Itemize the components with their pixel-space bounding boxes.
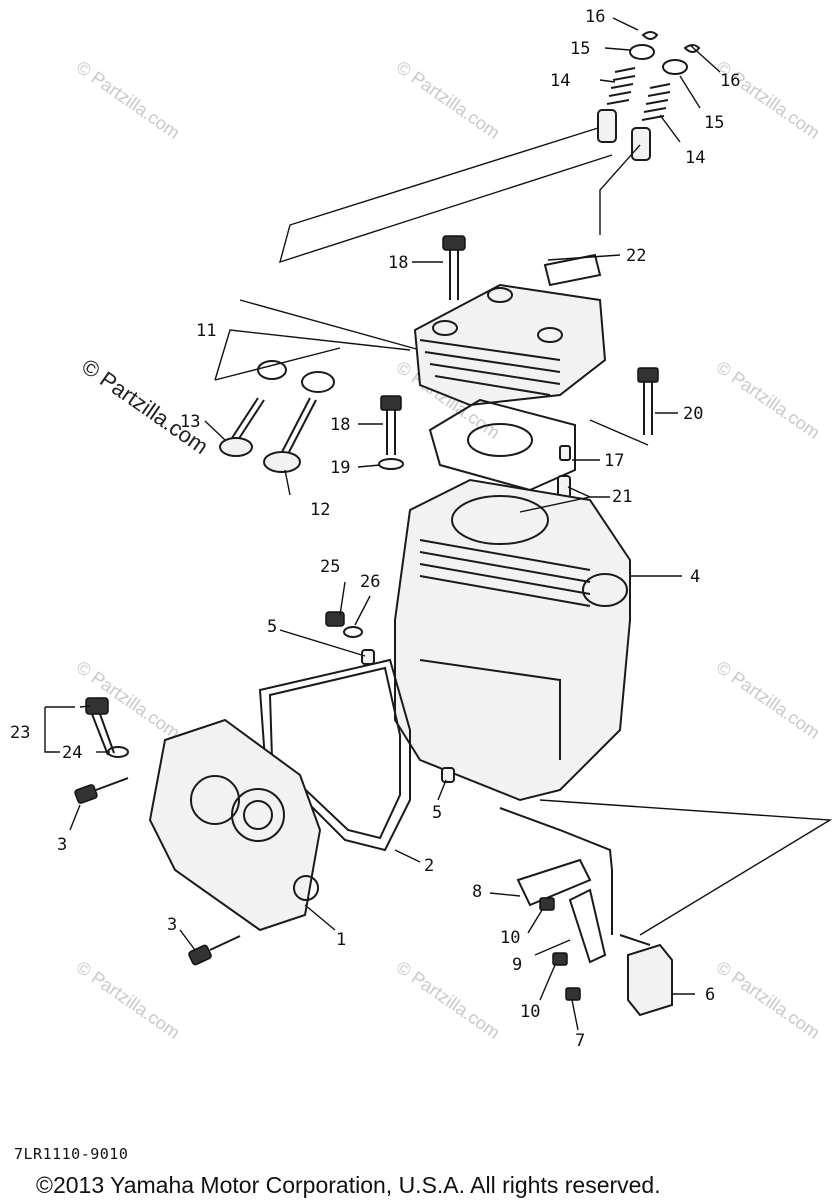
watermark: © Partzilla.com bbox=[73, 57, 184, 143]
valve-group-lines bbox=[214, 127, 641, 381]
callout-15: 15 bbox=[704, 113, 724, 133]
leader-lines bbox=[44, 17, 721, 1031]
valves bbox=[219, 360, 335, 473]
callout-4: 4 bbox=[690, 567, 700, 587]
callout-18: 18 bbox=[388, 253, 408, 273]
watermark: © Partzilla.com bbox=[393, 57, 504, 143]
callout-16: 16 bbox=[720, 71, 740, 91]
callout-24: 24 bbox=[62, 743, 82, 763]
plugs-and-bolts bbox=[74, 611, 363, 966]
head-gasket bbox=[428, 398, 576, 492]
valve-train-top bbox=[597, 31, 701, 161]
callout-13: 13 bbox=[180, 412, 200, 432]
watermark: © Partzilla.com bbox=[713, 57, 824, 143]
watermark: © Partzilla.com bbox=[713, 657, 824, 743]
callout-3: 3 bbox=[57, 835, 67, 855]
cylinder-head bbox=[413, 235, 607, 407]
callout-22: 22 bbox=[626, 246, 646, 266]
watermark: © Partzilla.com bbox=[713, 357, 824, 443]
callout-15: 15 bbox=[570, 39, 590, 59]
copyright-notice: ©2013 Yamaha Motor Corporation, U.S.A. A… bbox=[36, 1172, 661, 1198]
watermark: © Partzilla.com bbox=[393, 957, 504, 1043]
callout-21: 21 bbox=[612, 487, 632, 507]
diagram-code: 7LR1110-9010 bbox=[14, 1145, 129, 1163]
callout-20: 20 bbox=[683, 404, 703, 424]
head-bolts bbox=[378, 367, 659, 470]
watermark: © Partzilla.com bbox=[713, 957, 824, 1043]
callout-17: 17 bbox=[604, 451, 624, 471]
callout-26: 26 bbox=[360, 572, 380, 592]
callout-25: 25 bbox=[320, 557, 340, 577]
callout-3: 3 bbox=[167, 915, 177, 935]
callout-18: 18 bbox=[330, 415, 350, 435]
callout-12: 12 bbox=[310, 500, 330, 520]
callout-6: 6 bbox=[705, 985, 715, 1005]
callout-8: 8 bbox=[472, 882, 482, 902]
callout-19: 19 bbox=[330, 458, 350, 478]
callout-16: 16 bbox=[585, 7, 605, 27]
callout-11: 11 bbox=[196, 321, 216, 341]
watermark: © Partzilla.com bbox=[73, 957, 184, 1043]
watermark-large: © Partzilla.com bbox=[77, 354, 213, 460]
callout-2: 2 bbox=[424, 856, 434, 876]
dowels-5 bbox=[279, 629, 455, 801]
crankcase bbox=[394, 478, 631, 802]
callout-9: 9 bbox=[512, 955, 522, 975]
callout-labels: 16 15 14 16 15 14 18 22 11 18 13 20 17 1… bbox=[10, 7, 740, 1051]
callout-14: 14 bbox=[685, 148, 705, 168]
callout-10: 10 bbox=[500, 928, 520, 948]
callout-5: 5 bbox=[267, 617, 277, 637]
crankcase-cover bbox=[148, 718, 322, 932]
callout-23: 23 bbox=[10, 723, 30, 743]
callout-14: 14 bbox=[550, 71, 570, 91]
callout-10: 10 bbox=[520, 1002, 540, 1022]
callout-7: 7 bbox=[575, 1031, 585, 1051]
ignition-coil-assembly bbox=[499, 799, 833, 1017]
callout-5: 5 bbox=[432, 803, 442, 823]
callout-1: 1 bbox=[336, 930, 346, 950]
